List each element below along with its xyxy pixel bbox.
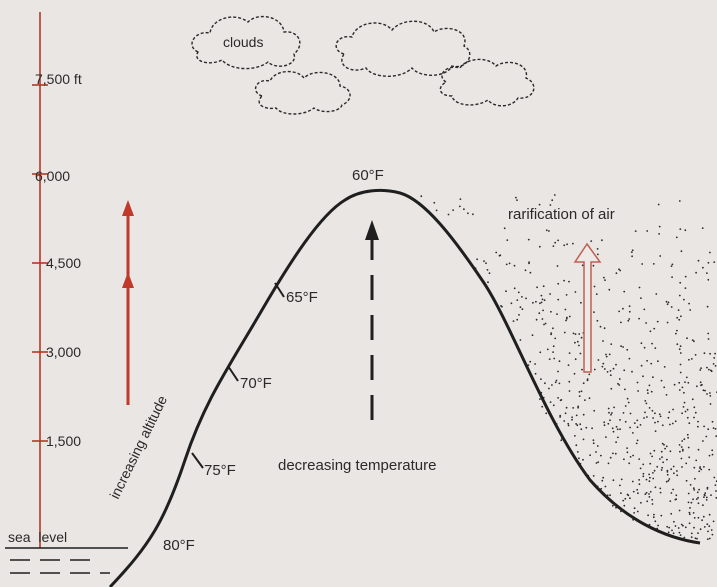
temp-label-80: 80°F: [163, 537, 195, 554]
rarification-arrow: [573, 242, 602, 373]
clouds-group: [191, 15, 535, 115]
altitude-tick-marks: [32, 84, 48, 442]
rarification-label: rarification of air: [508, 206, 615, 223]
cloud-3: [254, 70, 351, 115]
cloud-1: [191, 15, 301, 70]
sea-level-lines: [5, 547, 128, 574]
temp-label-70: 70°F: [240, 375, 272, 392]
cloud-4: [439, 58, 535, 107]
altitude-label-4500: 4,500: [46, 255, 81, 271]
sea-level-label: sea level: [8, 529, 67, 545]
clouds-label: clouds: [223, 34, 263, 50]
altitude-label-7500: 7,500 ft: [35, 71, 82, 87]
decreasing-temperature-label: decreasing temperature: [278, 457, 436, 474]
temp-marker-70: [227, 365, 239, 382]
temperature-markers: [191, 282, 285, 469]
temperature-arrow: [365, 220, 379, 420]
altitude-arrow: [122, 200, 134, 405]
air-density-stipple: [420, 194, 717, 540]
altitude-label-3000: 3,000: [46, 344, 81, 360]
temp-marker-65: [274, 282, 285, 298]
cloud-2: [335, 20, 471, 77]
temperature-arrowhead: [365, 220, 379, 240]
increasing-altitude-label: increasing altitude: [106, 393, 170, 502]
altitude-label-1500: 1,500: [46, 433, 81, 449]
mountain-outline: [108, 188, 701, 587]
temp-label-65: 65°F: [286, 289, 318, 306]
altitude-label-6000: 6,000: [35, 168, 70, 184]
temp-marker-75: [191, 452, 204, 469]
temp-label-60: 60°F: [352, 167, 384, 184]
temp-label-75: 75°F: [204, 462, 236, 479]
